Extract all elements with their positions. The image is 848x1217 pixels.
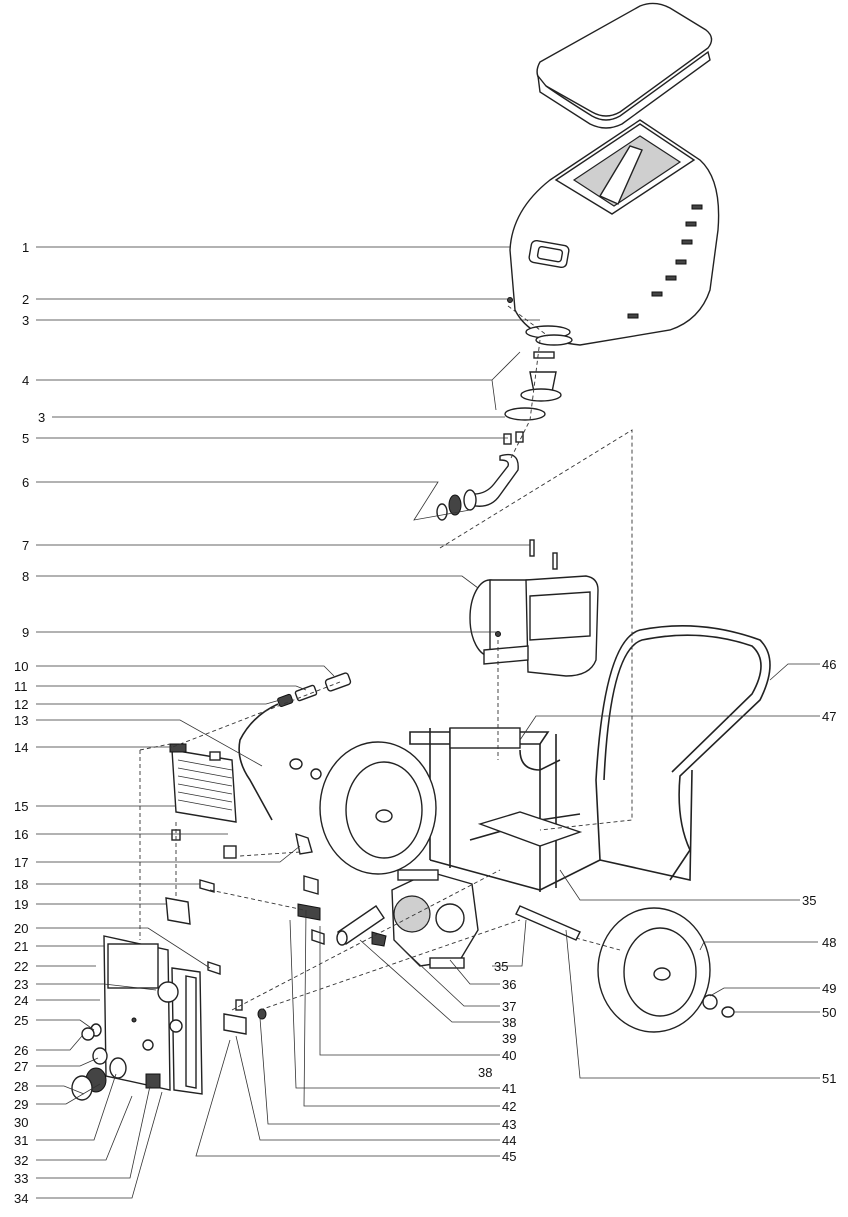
callout-38: 38 xyxy=(478,1065,492,1080)
callout-38: 38 xyxy=(502,1015,516,1030)
callout-11: 11 xyxy=(14,679,28,694)
callout-29: 29 xyxy=(14,1097,28,1112)
callout-36: 36 xyxy=(502,977,516,992)
callout-20: 20 xyxy=(14,921,28,936)
callout-15: 15 xyxy=(14,799,28,814)
callout-5: 5 xyxy=(22,431,29,446)
callout-42: 42 xyxy=(502,1099,516,1114)
hose-elbow xyxy=(436,431,524,521)
callout-17: 17 xyxy=(14,855,28,870)
callout-31: 31 xyxy=(14,1133,28,1148)
callout-25: 25 xyxy=(14,1013,28,1028)
callout-46: 46 xyxy=(822,657,836,672)
callout-4: 4 xyxy=(22,373,29,388)
callout-19: 19 xyxy=(14,897,28,912)
callout-12: 12 xyxy=(14,697,28,712)
callout-51: 51 xyxy=(822,1071,836,1086)
callout-18: 18 xyxy=(14,877,28,892)
callout-3: 3 xyxy=(38,410,45,425)
callout-41: 41 xyxy=(502,1081,516,1096)
callout-26: 26 xyxy=(14,1043,28,1058)
callout-34: 34 xyxy=(14,1191,28,1206)
callout-35: 35 xyxy=(494,959,508,974)
callout-49: 49 xyxy=(822,981,836,996)
callout-16: 16 xyxy=(14,827,28,842)
hopper-lid xyxy=(536,2,713,129)
callout-2: 2 xyxy=(22,292,29,307)
hopper xyxy=(509,119,720,346)
callout-37: 37 xyxy=(502,999,516,1014)
callout-3: 3 xyxy=(22,313,29,328)
callout-6: 6 xyxy=(22,475,29,490)
right-wheel xyxy=(597,907,735,1033)
diaphragm-pump xyxy=(371,869,479,969)
hopper-outlet-parts xyxy=(504,297,573,421)
callout-32: 32 xyxy=(14,1153,28,1168)
control-panel xyxy=(103,935,203,1095)
callout-27: 27 xyxy=(14,1059,28,1074)
callout-1: 1 xyxy=(22,240,29,255)
callout-7: 7 xyxy=(22,538,29,553)
callout-8: 8 xyxy=(22,569,29,584)
cooler xyxy=(169,743,313,859)
air-hose xyxy=(238,672,352,821)
cart-frame xyxy=(409,624,771,892)
callout-50: 50 xyxy=(822,1005,836,1020)
callout-9: 9 xyxy=(22,625,29,640)
left-wheel xyxy=(289,741,437,875)
callout-35: 35 xyxy=(802,893,816,908)
axle xyxy=(515,905,581,941)
callout-13: 13 xyxy=(14,713,28,728)
callout-43: 43 xyxy=(502,1117,516,1132)
hopper-side-decals xyxy=(627,204,703,319)
callout-33: 33 xyxy=(14,1171,28,1186)
callout-39: 39 xyxy=(502,1031,516,1046)
valve-fittings xyxy=(223,875,325,1035)
callout-44: 44 xyxy=(502,1133,516,1148)
callout-23: 23 xyxy=(14,977,28,992)
callout-21: 21 xyxy=(14,939,28,954)
callout-10: 10 xyxy=(14,659,28,674)
callout-45: 45 xyxy=(502,1149,516,1164)
callout-30: 30 xyxy=(14,1115,28,1130)
callout-14: 14 xyxy=(14,740,28,755)
callout-40: 40 xyxy=(502,1048,516,1063)
callout-22: 22 xyxy=(14,959,28,974)
compressor-motor xyxy=(469,539,599,677)
manifold-block xyxy=(165,879,221,975)
callout-24: 24 xyxy=(14,993,28,1008)
pipe-nipple xyxy=(336,905,385,946)
gauges-fittings xyxy=(71,1023,161,1101)
callout-48: 48 xyxy=(822,935,836,950)
callout-47: 47 xyxy=(822,709,836,724)
callout-28: 28 xyxy=(14,1079,28,1094)
callouts: 1 2 3 4 3 5 6 7 8 9 10 11 12 13 14 15 16… xyxy=(14,240,836,1206)
